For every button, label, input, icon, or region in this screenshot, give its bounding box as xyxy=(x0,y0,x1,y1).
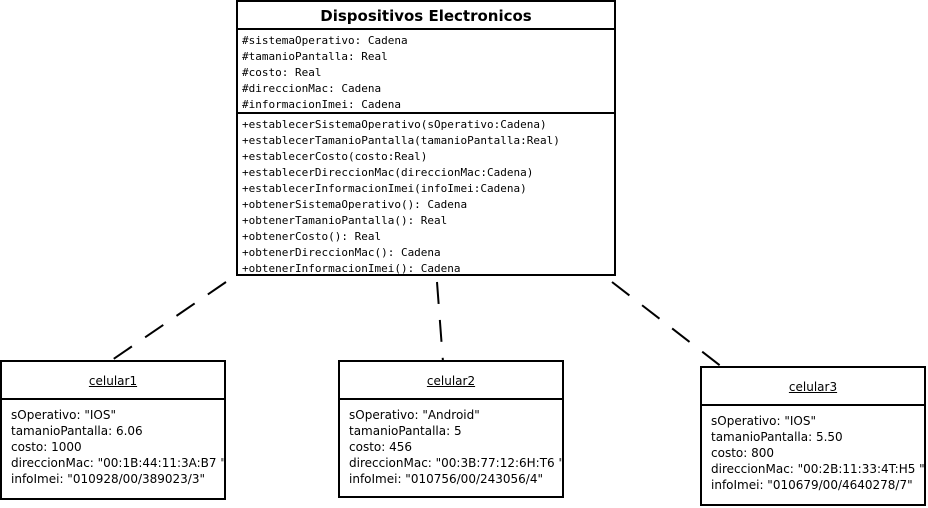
slot: infoImei: "010928/00/389023/3" xyxy=(11,472,205,486)
class-box[interactable]: Dispositivos Electronicos #sistemaOperat… xyxy=(236,0,616,276)
operation: +establecerInformacionImei(infoImei:Cade… xyxy=(242,182,527,195)
slot: sOperativo: "IOS" xyxy=(11,408,116,422)
operation-section: +establecerSistemaOperativo(sOperativo:C… xyxy=(238,114,614,277)
slot: tamanioPantalla: 5.50 xyxy=(711,430,843,444)
operation: +obtenerCosto(): Real xyxy=(242,230,382,243)
link-celular1 xyxy=(111,281,227,361)
operation: +establecerTamanioPantalla(tamanioPantal… xyxy=(242,134,560,147)
slot: tamanioPantalla: 6.06 xyxy=(11,424,143,438)
object-celular3[interactable]: celular3 sOperativo: "IOS" tamanioPantal… xyxy=(700,366,926,506)
object-slots: sOperativo: "IOS" tamanioPantalla: 5.50 … xyxy=(702,406,925,493)
slot: direccionMac: "00:2B:11:33:4T:H5 " xyxy=(711,462,925,476)
object-name: celular3 xyxy=(702,368,924,406)
attribute: #informacionImei: Cadena xyxy=(242,98,401,111)
slot: sOperativo: "IOS" xyxy=(711,414,816,428)
slot: direccionMac: "00:1B:44:11:3A:B7 " xyxy=(11,456,226,470)
attribute: #costo: Real xyxy=(242,66,322,79)
slot: costo: 456 xyxy=(349,440,412,454)
operation: +obtenerInformacionImei(): Cadena xyxy=(242,262,461,275)
object-slots: sOperativo: "IOS" tamanioPantalla: 6.06 … xyxy=(2,400,226,487)
object-slots: sOperativo: "Android" tamanioPantalla: 5… xyxy=(340,400,565,487)
attribute-section: #sistemaOperativo: Cadena #tamanioPantal… xyxy=(238,30,614,114)
operation: +establecerCosto(costo:Real) xyxy=(242,150,428,163)
operation: +establecerDireccionMac(direccionMac:Cad… xyxy=(242,166,534,179)
attribute: #direccionMac: Cadena xyxy=(242,82,382,95)
slot: costo: 1000 xyxy=(11,440,82,454)
object-name: celular1 xyxy=(2,362,224,400)
object-celular2[interactable]: celular2 sOperativo: "Android" tamanioPa… xyxy=(338,360,564,498)
link-celular3 xyxy=(611,281,723,368)
object-name: celular2 xyxy=(340,362,562,400)
attribute: #sistemaOperativo: Cadena xyxy=(242,34,408,47)
class-name: Dispositivos Electronicos xyxy=(238,2,614,30)
slot: sOperativo: "Android" xyxy=(349,408,480,422)
slot: direccionMac: "00:3B:77:12:6H:T6 " xyxy=(349,456,565,470)
link-celular2 xyxy=(436,281,444,363)
object-celular1[interactable]: celular1 sOperativo: "IOS" tamanioPantal… xyxy=(0,360,226,500)
operation: +obtenerTamanioPantalla(): Real xyxy=(242,214,448,227)
slot: costo: 800 xyxy=(711,446,774,460)
slot: tamanioPantalla: 5 xyxy=(349,424,462,438)
operation: +obtenerSistemaOperativo(): Cadena xyxy=(242,198,468,211)
attribute: #tamanioPantalla: Real xyxy=(242,50,388,63)
slot: infoImei: "010679/00/4640278/7" xyxy=(711,478,913,492)
operation: +establecerSistemaOperativo(sOperativo:C… xyxy=(242,118,547,131)
slot: infoImei: "010756/00/243056/4" xyxy=(349,472,543,486)
operation: +obtenerDireccionMac(): Cadena xyxy=(242,246,441,259)
